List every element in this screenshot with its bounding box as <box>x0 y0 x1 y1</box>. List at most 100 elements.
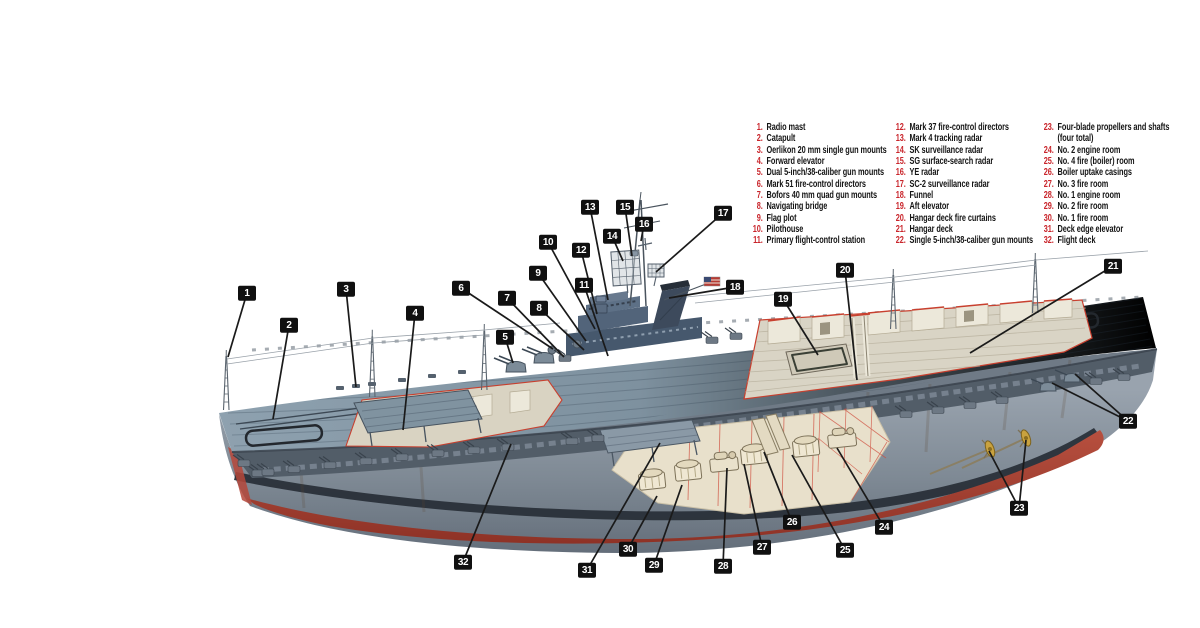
legend-item-label: Dual 5-inch/38-caliber gun mounts <box>766 167 885 179</box>
legend-item-number: 29. <box>1043 201 1054 213</box>
callout-16: 16 <box>635 216 653 232</box>
legend-item: 23.Four-blade propellers and shafts (fou… <box>1041 122 1170 145</box>
legend-item-label: Funnel <box>909 190 934 202</box>
callout-24: 24 <box>875 519 893 535</box>
callout-19: 19 <box>774 291 792 307</box>
callout-27: 27 <box>753 539 771 555</box>
legend-item-label: Catapult <box>766 133 796 145</box>
legend-item: 32.Flight deck <box>1041 235 1170 246</box>
legend-item-number: 31. <box>1043 224 1054 236</box>
propellers-and-shafts <box>929 429 1032 475</box>
leader-line-29 <box>653 484 683 566</box>
leader-line-24 <box>836 447 885 528</box>
legend-column: 23.Four-blade propellers and shafts (fou… <box>1041 122 1170 247</box>
bofors-quad-mount <box>700 330 719 345</box>
elevator-platform-planks <box>361 397 481 428</box>
legend-item-label: Flag plot <box>766 212 797 224</box>
leader-line-3 <box>345 288 357 388</box>
callout-12: 12 <box>572 242 590 258</box>
legend-item: 20.Hangar deck fire curtains <box>893 213 1043 224</box>
callout-26: 26 <box>783 514 801 530</box>
bow-outline-marking <box>244 424 324 447</box>
legend-item-number: 26. <box>1043 167 1054 179</box>
legend-item: 1.Radio mast <box>750 122 900 133</box>
callout-3: 3 <box>337 281 355 297</box>
callout-30: 30 <box>619 541 637 557</box>
propeller <box>984 440 996 458</box>
callout-13: 13 <box>581 199 599 215</box>
mark4-radar <box>595 295 607 303</box>
propeller <box>1020 429 1032 447</box>
legend-item-label: Pilothouse <box>766 224 804 236</box>
legend-item-label: SC-2 surveillance radar <box>909 178 990 190</box>
leader-line-19 <box>782 298 819 356</box>
legend-item: 26.Boiler uptake casings <box>1041 167 1170 178</box>
legend-item-label: Single 5-inch/38-caliber gun mounts <box>909 235 1034 247</box>
legend-item: 24.No. 2 engine room <box>1041 145 1170 156</box>
legend-item: 2.Catapult <box>750 133 900 144</box>
legend-item-number: 11. <box>753 235 763 247</box>
callout-29: 29 <box>645 557 663 573</box>
callout-4: 4 <box>406 305 424 321</box>
legend-item: 16.YE radar <box>893 167 1043 178</box>
forward-elevator-platform <box>353 389 483 434</box>
gallery-band <box>232 349 1157 478</box>
legend-item: 12.Mark 37 fire-control directors <box>893 122 1043 133</box>
legend-item-number: 10. <box>752 224 763 236</box>
legend-item-label: No. 1 fire room <box>1057 212 1109 224</box>
legend-item-number: 6. <box>756 178 763 190</box>
legend-item: 6.Mark 51 fire-control directors <box>750 179 900 190</box>
leader-line-18 <box>668 286 736 299</box>
ye-radar <box>637 237 653 251</box>
legend-item-number: 14. <box>895 144 906 156</box>
island-base-windows <box>571 326 699 345</box>
leader-line-23 <box>1018 439 1027 509</box>
legend-item-label: No. 4 fire (boiler) room <box>1057 156 1135 168</box>
legend-item-label: Mark 4 tracking radar <box>909 133 983 145</box>
no1-fire-room-boiler <box>637 467 667 491</box>
leader-line-1 <box>227 292 248 358</box>
legend-item-label: Four-blade propellers and shafts (four t… <box>1057 122 1170 145</box>
callout-9: 9 <box>529 265 547 281</box>
legend-item: 19.Aft elevator <box>893 201 1043 212</box>
legend-item: 9.Flag plot <box>750 213 900 224</box>
leader-line-20 <box>844 269 858 381</box>
callout-32: 32 <box>454 554 472 570</box>
legend-item-label: Mark 51 fire-control directors <box>766 178 867 190</box>
elevator-supports <box>369 417 482 447</box>
legend-item-label: Oerlikon 20 mm single gun mounts <box>766 144 887 156</box>
legend-item: 25.No. 4 fire (boiler) room <box>1041 156 1170 167</box>
sk-radar <box>610 249 642 293</box>
legend-item-label: SG surface-search radar <box>909 156 994 168</box>
legend-item-label: Hangar deck <box>909 224 953 236</box>
radio-masts <box>222 250 1149 411</box>
legend-item-label: No. 1 engine room <box>1057 190 1121 202</box>
legend-item-number: 27. <box>1043 178 1054 190</box>
leader-line-21 <box>969 265 1114 354</box>
legend-item: 27.No. 3 fire room <box>1041 179 1170 190</box>
legend-item: 29.No. 2 fire room <box>1041 201 1170 212</box>
legend-item-number: 7. <box>756 190 763 202</box>
leader-line-2 <box>272 324 290 420</box>
no2-fire-room-boiler <box>673 458 703 482</box>
legend-item: 13.Mark 4 tracking radar <box>893 133 1043 144</box>
callout-28: 28 <box>714 558 732 574</box>
legend-item-label: Mark 37 fire-control directors <box>909 122 1010 133</box>
legend-item-number: 1. <box>756 122 763 133</box>
hangar-bulkheads <box>767 298 1073 345</box>
callout-5: 5 <box>496 329 514 345</box>
callout-7: 7 <box>498 290 516 306</box>
leader-lines <box>227 206 1129 571</box>
callout-2: 2 <box>280 317 298 333</box>
legend-item-number: 30. <box>1043 212 1054 224</box>
funnel <box>652 280 690 330</box>
legend-item-label: YE radar <box>909 167 940 179</box>
legend-item: 14.SK surveillance radar <box>893 145 1043 156</box>
legend-item-label: Primary flight-control station <box>766 235 866 247</box>
legend-item-label: Deck edge elevator <box>1057 224 1124 236</box>
legend-item: 4.Forward elevator <box>750 156 900 167</box>
legend-item: 5.Dual 5-inch/38-caliber gun mounts <box>750 167 900 178</box>
callout-11: 11 <box>575 277 593 293</box>
legend-item: 31.Deck edge elevator <box>1041 224 1170 235</box>
